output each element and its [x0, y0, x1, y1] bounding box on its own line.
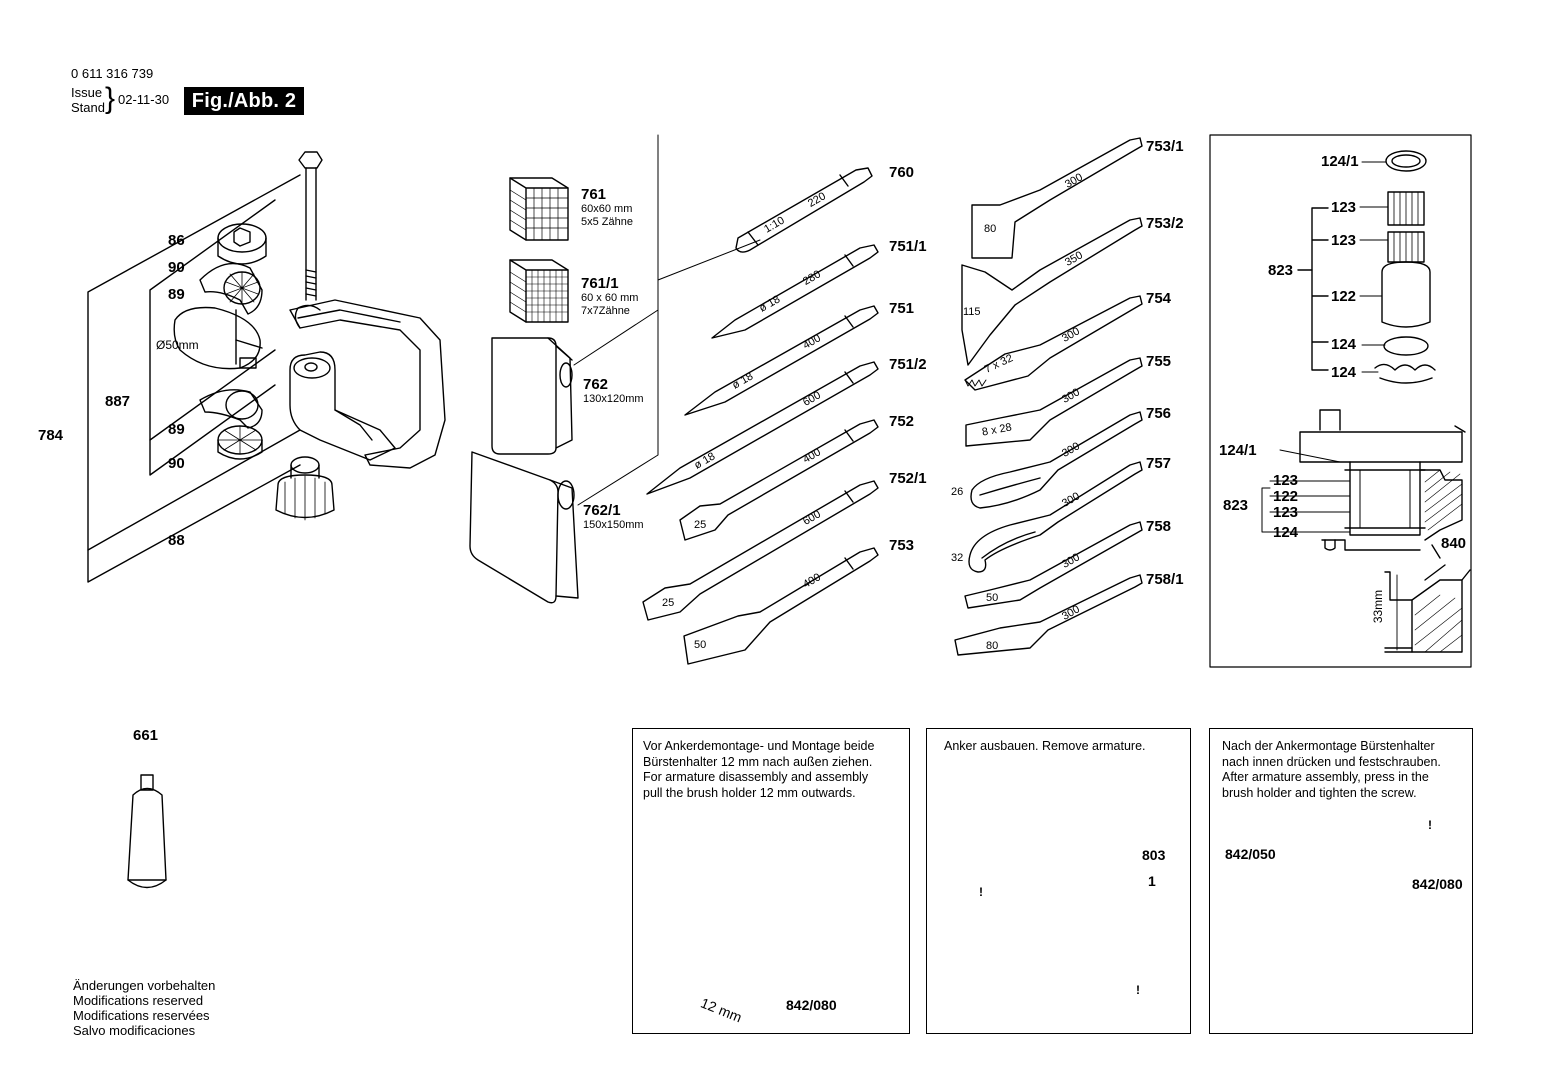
chisel-7521-width: 25 — [662, 597, 675, 609]
panel-brush-out-line3: For armature disassembly and assembly — [643, 770, 869, 784]
chisel-7521-num: 752/1 — [889, 470, 927, 487]
bearing-123a-bottom: 123 — [1273, 472, 1299, 489]
label-887: 887 — [105, 393, 131, 410]
pad-7621-size: 150x150mm — [583, 519, 644, 531]
grease-tube — [127, 774, 167, 889]
panel-brush-in-line1: Nach der Ankermontage Bürstenhalter — [1222, 739, 1435, 753]
issue-date: 02-11-30 — [118, 92, 170, 107]
label-90-top: 90 — [168, 259, 185, 276]
panel-brush-in: Nach der Ankermontage Bürstenhalter nach… — [1209, 728, 1473, 1034]
panel-brush-in-line2: nach innen drücken und festschrauben. — [1222, 754, 1441, 769]
panel-brush-in-line4: brush holder and tighten the screw. — [1222, 785, 1417, 800]
chisel-751-num: 751 — [889, 300, 915, 317]
panel3-842080: 842/080 — [1412, 876, 1463, 892]
panel-brush-out-line1: Vor Ankerdemontage- und Montage beide — [643, 739, 875, 753]
footer-es: Salvo modificaciones — [73, 1023, 196, 1038]
panel-brush-out-line2: Bürstenhalter 12 mm nach außen ziehen. — [643, 754, 873, 769]
chisel-752-width: 25 — [694, 519, 707, 531]
bearing-122-top: 122 — [1331, 288, 1357, 305]
label-89-top: 89 — [168, 286, 185, 303]
issue-label: Issue — [71, 85, 103, 100]
bearing-1241-bottom: 124/1 — [1219, 442, 1257, 459]
bearing-123a-top: 123 — [1331, 199, 1357, 216]
right-chisels — [954, 137, 1143, 656]
pad-7611-size: 60 x 60 mm — [581, 292, 639, 304]
bearing-123b-bottom: 123 — [1273, 504, 1299, 521]
pad-7621-num: 762/1 — [583, 502, 621, 519]
pad-762-num: 762 — [583, 376, 609, 393]
chisel-7581-num: 758/1 — [1146, 571, 1184, 588]
chisel-7532-num: 753/2 — [1146, 215, 1184, 232]
panel1-842080: 842/080 — [786, 997, 837, 1013]
panel-brush-in-line3: After armature assembly, press in the — [1222, 770, 1429, 784]
chisel-757-num: 757 — [1146, 455, 1172, 472]
bearing-124b-top: 124 — [1331, 364, 1357, 381]
pad-762-size: 130x120mm — [583, 393, 644, 405]
bearing-1241-top: 124/1 — [1321, 153, 1359, 170]
warning-icon: ! — [979, 885, 983, 899]
pad-761-num: 761 — [581, 186, 607, 203]
label-90-bottom: 90 — [168, 455, 185, 472]
chisel-7532-width: 115 — [963, 306, 981, 318]
chisel-758-width: 50 — [986, 592, 999, 604]
panel-remove-armature: Anker ausbauen. Remove armature. — [926, 728, 1191, 1034]
chisel-752-num: 752 — [889, 413, 915, 430]
chisel-758-num: 758 — [1146, 518, 1172, 535]
label-784: 784 — [38, 427, 64, 444]
warning-icon: ! — [1428, 818, 1432, 832]
chisel-7531-width: 80 — [984, 223, 997, 235]
chisel-756-width: 26 — [951, 486, 964, 498]
panel3-842050: 842/050 — [1225, 846, 1276, 862]
chisel-754-num: 754 — [1146, 290, 1172, 307]
brace: } — [105, 82, 116, 115]
chisel-755-num: 755 — [1146, 353, 1172, 370]
depth-handle-assembly — [87, 151, 446, 583]
pad-7611-num: 761/1 — [581, 275, 619, 292]
stand-label: Stand — [71, 100, 105, 115]
bearing-123b-top: 123 — [1331, 232, 1357, 249]
chisel-7511-num: 751/1 — [889, 238, 927, 255]
chisel-7531-num: 753/1 — [1146, 138, 1184, 155]
chisel-756-num: 756 — [1146, 405, 1172, 422]
chisel-pads — [469, 134, 761, 604]
chisel-7512-num: 751/2 — [889, 356, 927, 373]
label-88: 88 — [168, 532, 185, 549]
doc-number: 0 611 316 739 — [71, 66, 154, 81]
bearing-124a-top: 124 — [1331, 336, 1357, 353]
panel-brush-out-line4: pull the brush holder 12 mm outwards. — [643, 785, 856, 800]
footer-de: Änderungen vorbehalten — [73, 978, 216, 993]
figure-badge: Fig./Abb. 2 — [184, 87, 304, 115]
panel2-1: 1 — [1148, 873, 1156, 889]
panel-remove-armature-line1: Anker ausbauen. Remove armature. — [944, 739, 1146, 753]
footer-notes: Änderungen vorbehalten Modifications res… — [73, 978, 215, 1038]
footer-en: Modifications reserved — [73, 993, 204, 1008]
warning-icon: ! — [1136, 983, 1140, 997]
middle-chisels — [642, 167, 879, 665]
bearing-parts — [1261, 150, 1471, 653]
label-89-bottom: 89 — [168, 421, 185, 438]
bearing-33mm: 33mm — [1371, 589, 1386, 624]
chisel-760-num: 760 — [889, 164, 915, 181]
bearing-122-bottom: 122 — [1273, 488, 1299, 505]
pad-761-teeth: 5x5 Zähne — [581, 216, 633, 228]
grease-661: 661 — [133, 727, 159, 744]
bearing-840: 840 — [1441, 535, 1467, 552]
label-86: 86 — [168, 232, 185, 249]
diameter-label: Ø50mm — [156, 338, 199, 352]
chisel-757-width: 32 — [951, 552, 964, 564]
bearing-124-bottom: 124 — [1273, 524, 1299, 541]
chisel-7581-width: 80 — [986, 640, 999, 652]
footer-fr: Modifications reservées — [73, 1008, 210, 1023]
bearing-823-bottom: 823 — [1223, 497, 1249, 514]
panel2-803: 803 — [1142, 847, 1166, 863]
chisel-753-num: 753 — [889, 537, 915, 554]
bearing-823-top: 823 — [1268, 262, 1294, 279]
pad-761-size: 60x60 mm — [581, 203, 633, 215]
chisel-753-width: 50 — [694, 639, 707, 651]
panel-brush-out: Vor Ankerdemontage- und Montage beide Bü… — [632, 728, 910, 1034]
pad-7611-teeth: 7x7Zähne — [581, 305, 630, 317]
